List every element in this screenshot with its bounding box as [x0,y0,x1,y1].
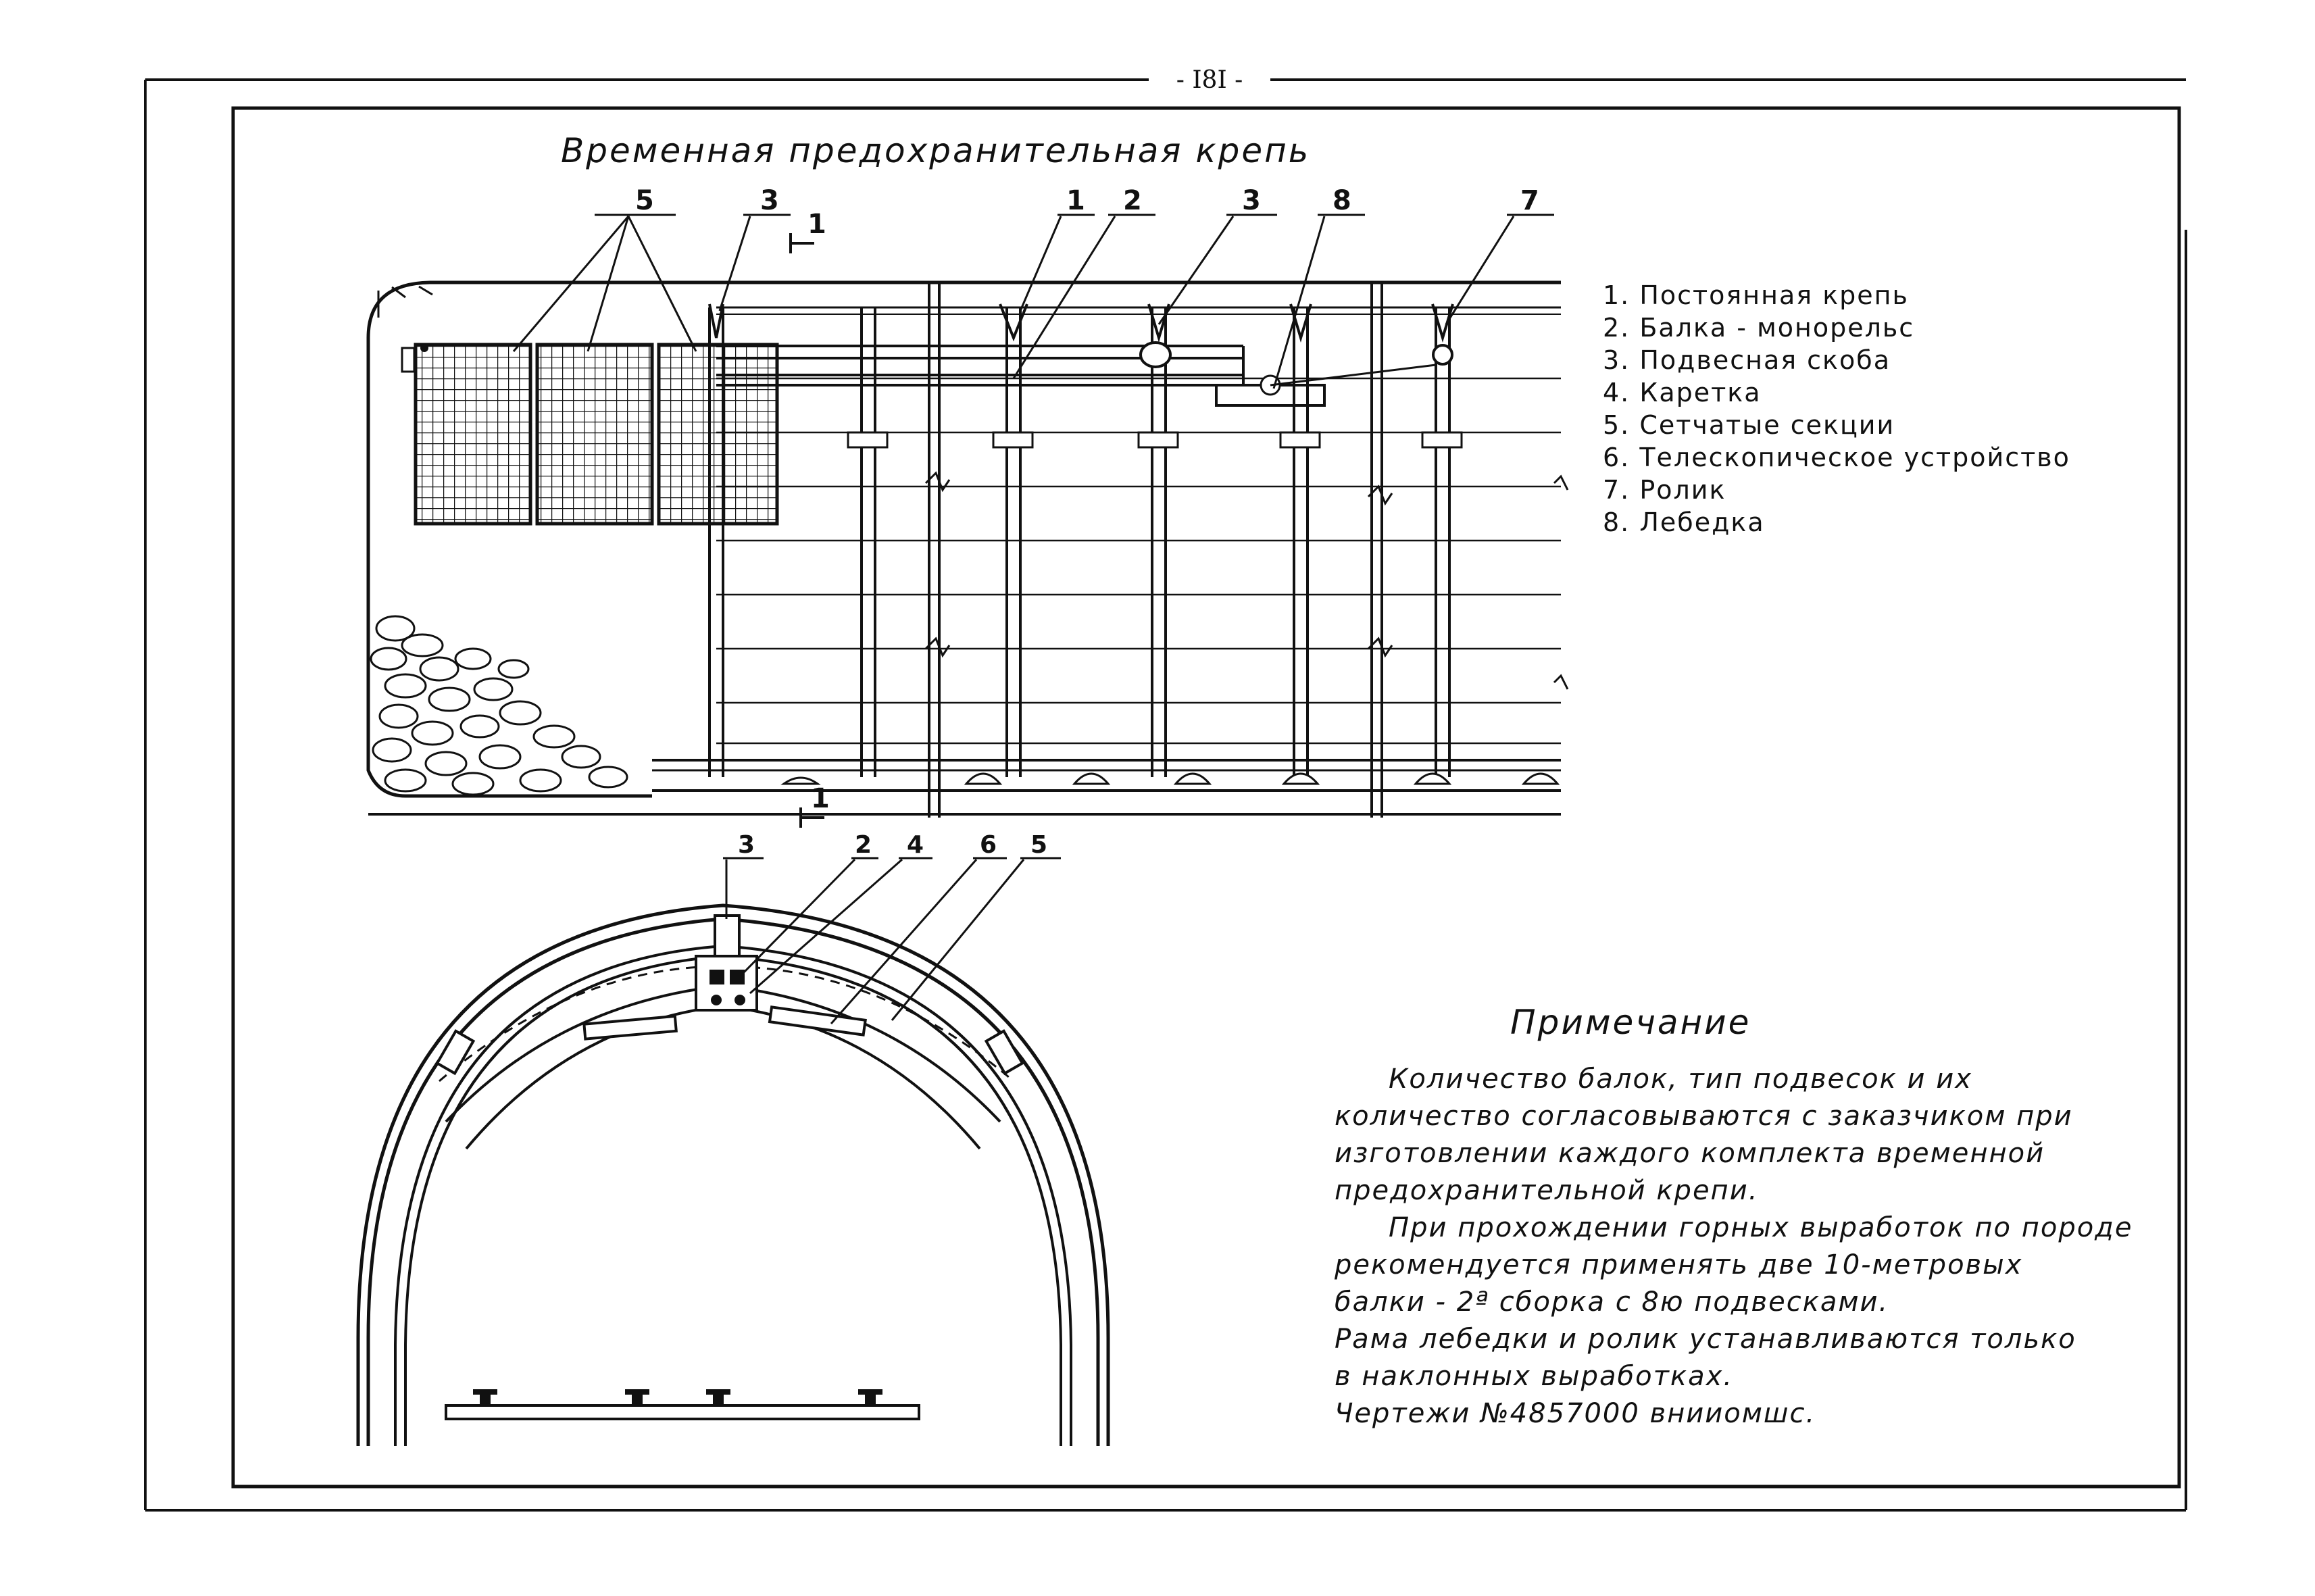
callout-5-top: 5 [635,185,654,216]
section-mark-top: 1 [807,209,826,240]
legend-item-1: 1. Постоянная крепь [1603,280,1909,310]
callout-8-top: 8 [1333,185,1351,216]
section-callout-5: 5 [1030,831,1047,859]
section-callout-2: 2 [855,831,872,859]
note-line-2: количество согласовываются с заказчиком … [1335,1101,2073,1132]
note-line-10: Чертежи №4857000 внииомшс. [1335,1398,1816,1429]
callout-3-top-right: 3 [1242,185,1261,216]
inner-frame [231,106,2181,1489]
cross-section: 3 2 4 6 5 [356,831,1110,1446]
legend-item-5: 5. Сетчатые секции [1603,410,1895,440]
note-heading: Примечание [1510,1003,1751,1042]
legend-item-2: 2. Балка - монорельс [1603,313,1914,343]
callout-2-top: 2 [1123,185,1142,216]
drawing-title: Временная предохранительная крепь [561,131,1310,170]
legend-item-6: 6. Телескопическое устройство [1603,443,2070,472]
callout-7-top: 7 [1520,185,1539,216]
legend-item-7: 7. Ролик [1603,475,1726,505]
legend-item-4: 4. Каретка [1603,378,1761,407]
section-mark-bottom: 1 [811,783,830,814]
section-callout-3: 3 [738,831,755,859]
note-line-3: изготовлении каждого комплекта временной [1335,1138,2045,1169]
note-line-9: в наклонных выработках. [1335,1361,1733,1392]
note-line-8: Рама лебедки и ролик устанавливаются тол… [1335,1324,2076,1355]
parts-legend: 1. Постоянная крепь 2. Балка - монорельс… [1603,280,2070,537]
note-line-7: балки - 2ª сборка с 8ю подвесками. [1335,1287,1889,1318]
note-line-1: Количество балок, тип подвесок и их [1389,1064,1972,1095]
callout-1-top: 1 [1066,185,1085,216]
note-block: Примечание Количество балок, тип подвесо… [1334,1003,2133,1429]
page-number: - I8I - [1176,66,1243,94]
outer-frame [144,78,2187,1512]
callout-3-top-left: 3 [760,185,779,216]
mesh-sections [401,343,779,526]
section-callout-6: 6 [980,831,997,859]
legend-item-3: 3. Подвесная скоба [1603,345,1891,375]
longitudinal-view: 1 1 5 3 1 2 3 8 7 [366,185,1569,828]
note-line-6: рекомендуется применять две 10-метровых [1334,1249,2022,1280]
rock-pile [370,615,628,796]
note-line-5: При прохождении горных выработок по поро… [1389,1212,2133,1243]
legend-item-8: 8. Лебедка [1603,507,1765,537]
note-line-4: предохранительной крепи. [1335,1175,1758,1206]
section-callout-4: 4 [907,831,924,859]
track [652,759,1561,785]
